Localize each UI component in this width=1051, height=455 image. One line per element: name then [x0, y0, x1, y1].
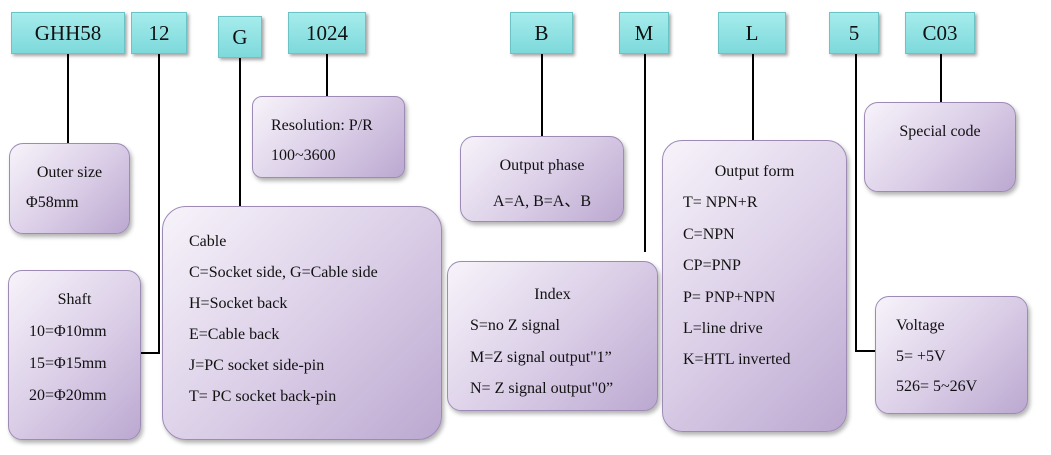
cable-box: Cable C=Socket side, G=Cable side H=Sock… — [162, 206, 442, 440]
output-form-line: T= NPN+R — [683, 194, 758, 211]
code-voltage: 5 — [829, 12, 879, 54]
output-phase-box: Output phase A=A, B=A、B — [460, 136, 624, 222]
code-index: M — [619, 12, 669, 54]
connector-phase — [541, 54, 543, 136]
index-line: M=Z signal output"1” — [470, 349, 612, 366]
index-title: Index — [534, 286, 571, 303]
shaft-line: 15=Φ15mm — [29, 355, 107, 372]
outer-size-title: Outer size — [36, 164, 103, 181]
connector-size-v — [158, 54, 160, 354]
special-code-title: Special code — [899, 123, 981, 140]
output-form-box: Output form T= NPN+R C=NPN CP=PNP P= PNP… — [662, 140, 847, 432]
shaft-title: Shaft — [57, 291, 92, 308]
voltage-title: Voltage — [896, 317, 945, 334]
special-code-box: Special code — [864, 102, 1016, 192]
index-line: N= Z signal output"0” — [470, 380, 614, 397]
voltage-line: 526= 5~26V — [896, 378, 978, 395]
outer-size-line: Φ58mm — [26, 194, 79, 211]
cable-line: J=PC socket side-pin — [189, 357, 325, 374]
cable-line: E=Cable back — [189, 326, 280, 343]
cable-line: C=Socket side, G=Cable side — [189, 264, 378, 281]
connector-cable — [239, 58, 241, 206]
index-box: Index S=no Z signal M=Z signal output"1”… — [447, 261, 658, 411]
voltage-box: Voltage 5= +5V 526= 5~26V — [875, 296, 1028, 414]
code-size: 12 — [131, 12, 187, 54]
connector-output — [752, 54, 754, 140]
outer-size-box: Outer size Φ58mm — [9, 143, 130, 234]
connector-series — [67, 54, 69, 144]
code-cable: G — [218, 16, 262, 58]
shaft-box: Shaft 10=Φ10mm 15=Φ15mm 20=Φ20mm — [8, 270, 141, 440]
code-phase: B — [510, 12, 573, 54]
resolution-title: Resolution: P/R — [271, 117, 373, 134]
connector-size-h — [140, 352, 160, 354]
resolution-line: 100~3600 — [271, 147, 336, 164]
output-form-line: P= PNP+NPN — [683, 289, 776, 306]
shaft-line: 20=Φ20mm — [29, 387, 107, 404]
index-line: S=no Z signal — [470, 317, 560, 334]
output-form-line: L=line drive — [683, 320, 763, 337]
connector-special — [940, 54, 942, 102]
connector-index — [644, 54, 646, 252]
cable-line: H=Socket back — [189, 295, 288, 312]
output-form-line: C=NPN — [683, 226, 735, 243]
shaft-line: 10=Φ10mm — [29, 323, 107, 340]
cable-line: T= PC socket back-pin — [189, 388, 337, 405]
voltage-line: 5= +5V — [896, 348, 946, 365]
output-form-line: CP=PNP — [683, 257, 741, 274]
output-phase-line: A=A, B=A、B — [492, 193, 592, 210]
cable-title: Cable — [189, 233, 227, 250]
output-phase-title: Output phase — [499, 157, 585, 174]
code-special: C03 — [905, 12, 975, 54]
connector-voltage-h — [855, 350, 876, 352]
code-resolution: 1024 — [288, 12, 366, 54]
code-output: L — [718, 12, 786, 54]
output-form-line: K=HTL inverted — [683, 351, 791, 368]
output-form-title: Output form — [714, 163, 795, 180]
connector-voltage-v — [855, 54, 857, 352]
connector-resolution — [326, 54, 328, 96]
code-series: GHH58 — [11, 12, 125, 54]
resolution-box: Resolution: P/R 100~3600 — [252, 96, 405, 178]
